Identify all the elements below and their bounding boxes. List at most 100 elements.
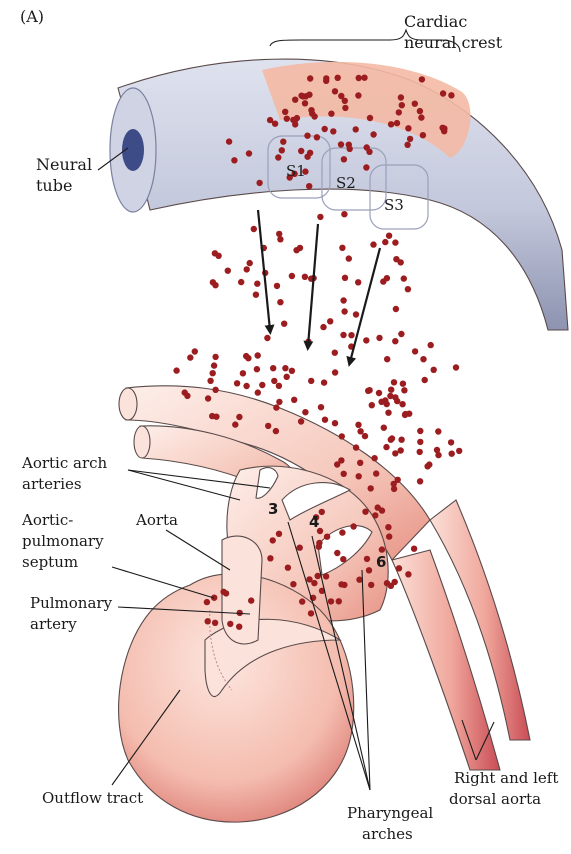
crest-cell-dot (240, 370, 246, 376)
crest-cell-dot (307, 150, 313, 156)
crest-cell-dot (382, 397, 388, 403)
crest-cell-dot (393, 306, 399, 312)
crest-cell-dot (385, 524, 391, 530)
crest-cell-dot (277, 299, 283, 305)
crest-cell-dot (306, 92, 312, 98)
crest-cell-dot (384, 356, 390, 362)
crest-cell-dot (411, 546, 417, 552)
crest-cell-dot (371, 455, 377, 461)
crest-cell-dot (355, 279, 361, 285)
crest-cell-dot (405, 286, 411, 292)
crest-cell-dot (273, 428, 279, 434)
crest-cell-dot (290, 581, 296, 587)
aortic-arch-arteries-label-1: Aortic arch (21, 454, 108, 472)
crest-cell-dot (422, 377, 428, 383)
arch-4-label: 4 (309, 513, 319, 531)
crest-cell-dot (212, 387, 218, 393)
crest-cell-dot (347, 146, 353, 152)
crest-cell-dot (308, 610, 314, 616)
crest-cell-dot (182, 389, 188, 395)
crest-cell-dot (346, 255, 352, 261)
pharyngeal-arches-label-2: arches (362, 825, 413, 843)
crest-cell-dot (357, 428, 363, 434)
crest-cell-dot (362, 509, 368, 515)
crest-cell-dot (244, 266, 250, 272)
cardiac-neural-crest-label-2: neural crest (404, 33, 503, 52)
aortic-pulmonary-septum-label-2: pulmonary (22, 532, 104, 550)
crest-cell-dot (248, 597, 254, 603)
crest-cell-dot (334, 550, 340, 556)
crest-cell-dot (336, 598, 342, 604)
crest-cell-dot (448, 92, 454, 98)
crest-cell-dot (366, 567, 372, 573)
crest-cell-dot (211, 362, 217, 368)
crest-cell-dot (187, 354, 193, 360)
crest-cell-dot (417, 478, 423, 484)
crest-cell-dot (192, 348, 198, 354)
arch-3-label: 3 (268, 500, 278, 518)
crest-cell-dot (314, 134, 320, 140)
crest-cell-dot (366, 387, 372, 393)
crest-cell-dot (275, 154, 281, 160)
crest-cell-dot (419, 76, 425, 82)
crest-cell-dot (223, 590, 229, 596)
crest-cell-dot (453, 364, 459, 370)
crest-cell-dot (284, 116, 290, 122)
crest-cell-dot (412, 101, 418, 107)
panel-label: (A) (20, 7, 44, 26)
crest-cell-dot (338, 141, 344, 147)
crest-cell-dot (322, 417, 328, 423)
crest-cell-dot (309, 110, 315, 116)
crest-cell-dot (379, 507, 385, 513)
crest-cell-dot (302, 100, 308, 106)
crest-cell-dot (357, 460, 363, 466)
pulmonary-artery-label-1: Pulmonary (30, 594, 113, 612)
crest-cell-dot (356, 75, 362, 81)
crest-cell-dot (456, 448, 462, 454)
crest-cell-dot (227, 621, 233, 627)
crest-cell-dot (386, 533, 392, 539)
crest-cell-dot (302, 409, 308, 415)
crest-cell-dot (234, 380, 240, 386)
crest-cell-dot (393, 256, 399, 262)
crest-cell-dot (328, 598, 334, 604)
crest-cell-dot (205, 618, 211, 624)
crest-cell-dot (279, 147, 285, 153)
crest-cell-dot (338, 93, 344, 99)
crest-cell-dot (276, 383, 282, 389)
cardiac-neural-crest-label-1: Cardiac (404, 12, 467, 31)
crest-cell-dot (340, 332, 346, 338)
crest-cell-dot (398, 447, 404, 453)
migration-arrow-3 (350, 248, 380, 362)
crest-cell-dot (282, 109, 288, 115)
crest-cell-dot (299, 598, 305, 604)
crest-cell-dot (238, 279, 244, 285)
crest-cell-dot (383, 444, 389, 450)
crest-cell-dot (353, 444, 359, 450)
aortic-pulmonary-septum-label-1: Aortic- (21, 511, 73, 529)
somite-s2-label: S2 (336, 174, 356, 192)
dorsal-aorta-label-2: dorsal aorta (449, 790, 541, 808)
crest-cell-dot (332, 88, 338, 94)
crest-cell-dot (353, 126, 359, 132)
crest-cell-dot (376, 390, 382, 396)
crest-cell-dot (356, 473, 362, 479)
crest-cell-dot (327, 318, 333, 324)
crest-cell-dot (298, 93, 304, 99)
crest-cell-dot (277, 236, 283, 242)
aorta-label: Aorta (135, 511, 178, 529)
crest-cell-dot (394, 120, 400, 126)
crest-cell-dot (298, 418, 304, 424)
crest-cell-dot (431, 367, 437, 373)
crest-cell-dot (339, 433, 345, 439)
crest-cell-dot (342, 275, 348, 281)
crest-cell-dot (398, 437, 404, 443)
crest-cell-dot (362, 433, 368, 439)
crest-cell-dot (396, 109, 402, 115)
crest-cell-dot (304, 133, 310, 139)
arch-6-label: 6 (376, 553, 386, 571)
crest-cell-dot (267, 117, 273, 123)
crest-cell-dot (412, 348, 418, 354)
crest-cell-dot (324, 534, 330, 540)
